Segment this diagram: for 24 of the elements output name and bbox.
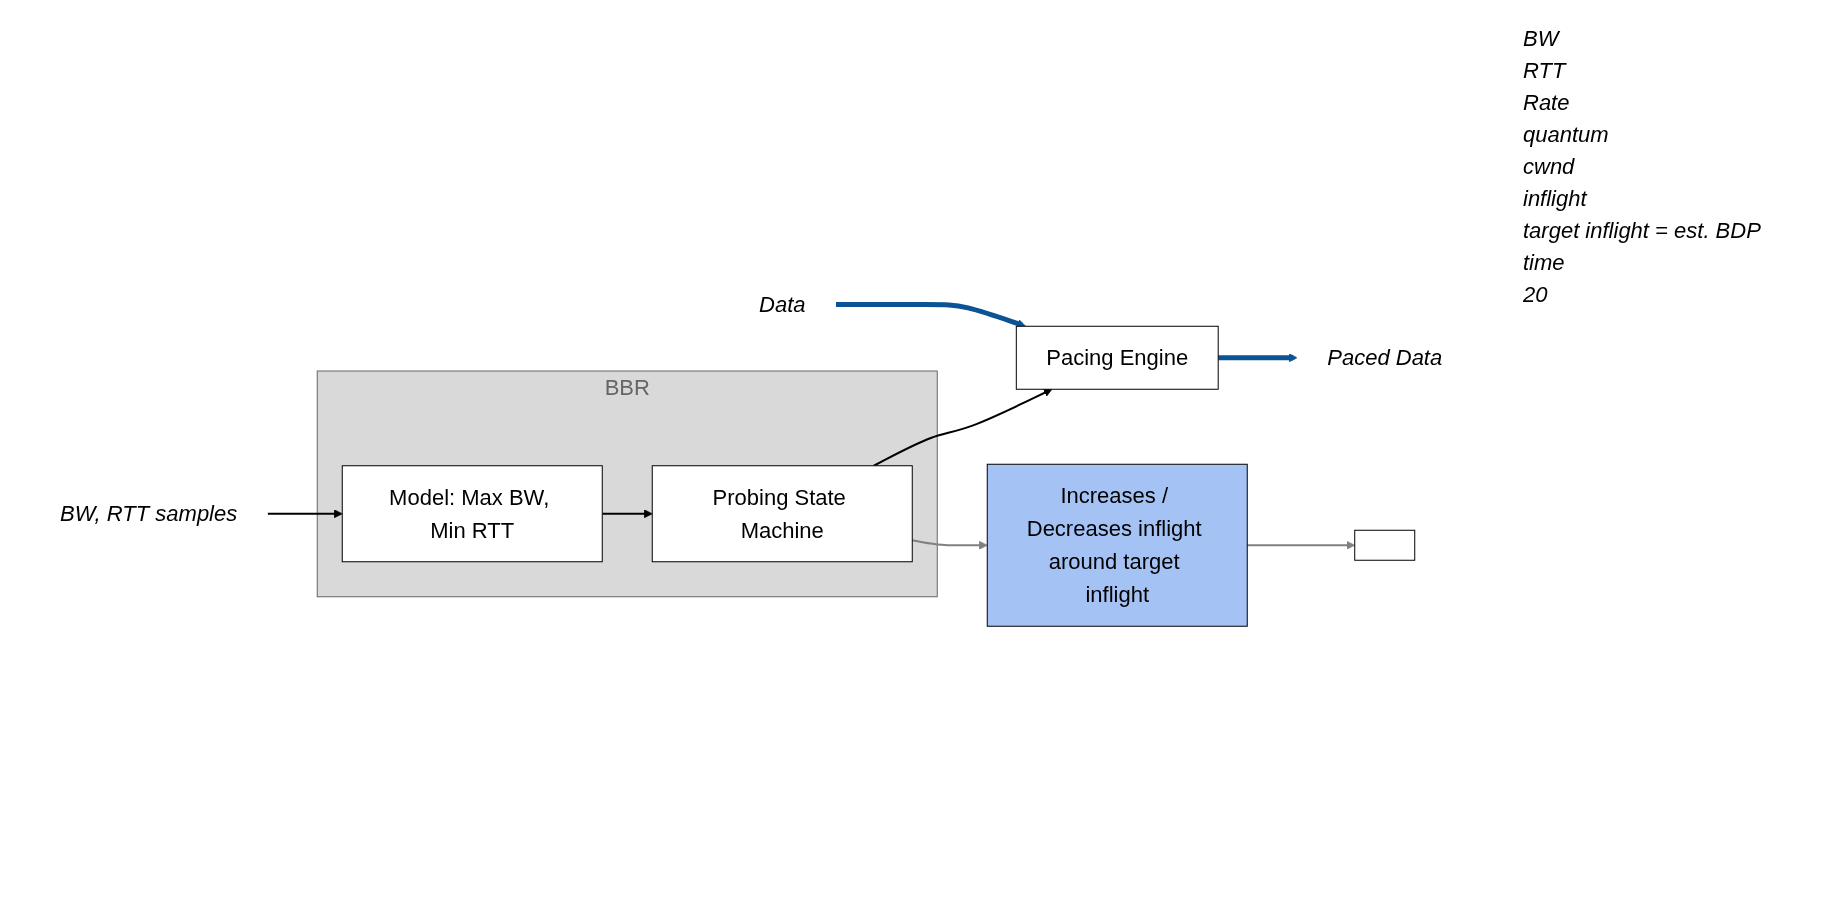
text-label: Rate	[1523, 90, 1571, 116]
node-box: Increases / Decreases inflight around target inflight	[987, 463, 1249, 627]
arrow	[873, 388, 1053, 467]
node-box	[1354, 529, 1416, 561]
node-text: BW, RTT samples	[60, 501, 238, 527]
text-label: RTT	[1523, 58, 1568, 84]
node-box: Model: Max BW, Min RTT	[342, 465, 604, 563]
arrow	[266, 509, 344, 519]
node-box: Probing State Machine	[652, 465, 914, 563]
node-box: Pacing Engine	[1016, 325, 1220, 390]
text-label: time	[1523, 250, 1566, 276]
text-label: inflight	[1523, 186, 1589, 212]
arrow	[601, 509, 654, 519]
arrow	[911, 539, 989, 550]
arrow	[1246, 540, 1356, 550]
text-label: cwnd	[1523, 154, 1576, 180]
text-label: 20	[1523, 282, 1549, 308]
arrow	[1218, 353, 1299, 363]
text-label: target inflight = est. BDP	[1523, 218, 1762, 244]
arrow	[835, 301, 1027, 328]
text-label: quantum	[1523, 122, 1610, 148]
text-label: BW	[1523, 26, 1561, 52]
node-text: Paced Data	[1327, 345, 1443, 371]
node-text: Data	[759, 291, 806, 317]
